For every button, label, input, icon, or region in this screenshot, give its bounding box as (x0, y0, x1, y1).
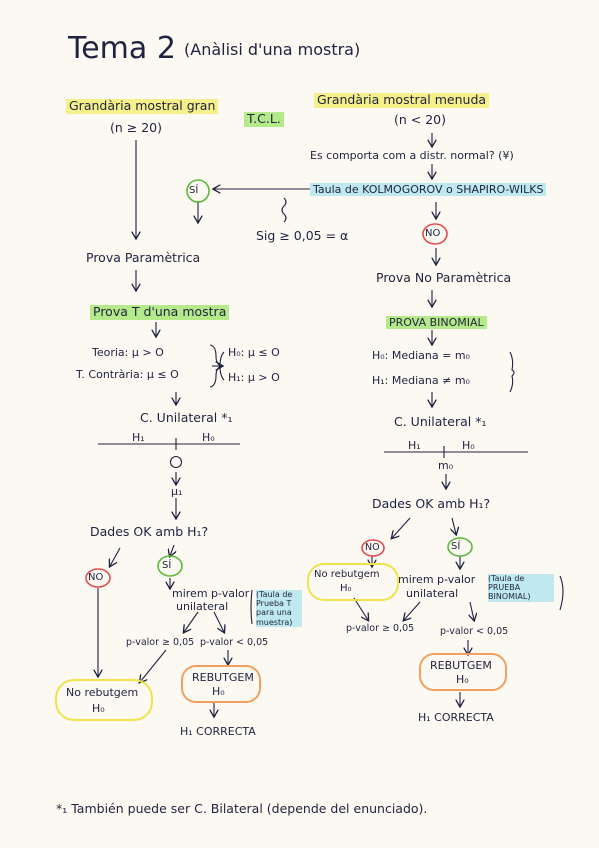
bracket-left-taula (250, 589, 253, 625)
arrow-mirem-r-right (470, 601, 474, 620)
arrow-question-to-si (170, 544, 174, 556)
left-header: Grandària mostral gran (66, 99, 219, 114)
left-hyp-contraria: T. Contrària: μ ≤ O (76, 368, 179, 381)
left-h1: H₁: μ > O (228, 371, 280, 384)
right-taula-note: (Taula de PRUEBA BINOMIAL) (488, 574, 554, 602)
left-unilateral: C. Unilateral *₁ (140, 410, 233, 425)
right-pvalor-lt: p-valor < 0,05 (440, 626, 509, 637)
left-no-rebutgem-h0: H₀ (92, 702, 105, 715)
left-mu1: μ₁ (171, 485, 183, 498)
right-no: NO (425, 228, 441, 239)
left-no: NO (88, 572, 104, 583)
arrow-nr-to-pge (353, 597, 368, 620)
left-taula-note: (Taula de Prueba T para una muestra) (256, 590, 302, 627)
right-rebutgem: REBUTGEM (430, 659, 492, 672)
right-taula: Taula de KOLMOGOROV o SHAPIRO-WILKS (310, 183, 547, 196)
no-ellipse-left (85, 568, 111, 588)
right-pvalor-ge: p-valor ≥ 0,05 (346, 623, 415, 634)
arrow-pge-to-no (140, 649, 167, 682)
right-m0: m₀ (438, 459, 454, 472)
wavy-squiggle (281, 197, 287, 223)
left-rebutgem-h0: H₀ (212, 685, 225, 698)
brace-right-h (509, 351, 515, 393)
left-si: SÍ (162, 560, 172, 571)
zero-circle (169, 455, 183, 469)
right-mirem: mirem p-valor (398, 573, 476, 586)
left-condition: (n ≥ 20) (110, 120, 163, 135)
left-pvalor-lt: p-valor < 0,05 (200, 637, 269, 648)
left-mirem: mirem p-valor (172, 587, 250, 600)
right-h1: H₁: Mediana ≠ m₀ (372, 374, 470, 387)
arrow-mirem-r-left (404, 601, 421, 620)
center-tcl: T.C.L. (244, 112, 284, 127)
right-question2: Dades OK amb H₁? (372, 496, 491, 511)
arrow-mirem-left (184, 611, 199, 632)
no-ellipse-right (361, 539, 385, 557)
right-axis-h1: H₁ (408, 439, 421, 452)
right-no-rebutgem: No rebutgem (314, 569, 380, 580)
rebutgem-box-left (181, 665, 261, 703)
si-circle-top (186, 179, 210, 203)
right-h0: H₀: Mediana = m₀ (372, 349, 470, 362)
arrow-question-to-no (110, 547, 121, 566)
left-question: Dades OK amb H₁? (90, 524, 209, 539)
arrow-q2-to-no (392, 517, 411, 538)
si-ellipse-left (157, 555, 183, 577)
bracket-right-taula (559, 575, 564, 611)
left-rebutgem: REBUTGEM (192, 671, 254, 684)
right-axis-h0: H₀ (462, 439, 475, 452)
left-no-rebutgem: No rebutgem (66, 686, 139, 699)
left-pvalor-ge: p-valor ≥ 0,05 (126, 637, 195, 648)
right-prova: Prova No Paramètrica (376, 270, 512, 285)
left-hyp-teoria: Teoria: μ > O (92, 346, 164, 359)
left-unilateral2: unilateral (176, 600, 229, 613)
right-si2: SÍ (451, 541, 461, 552)
right-correcta: H₁ CORRECTA (418, 711, 494, 724)
center-sig: Sig ≥ 0,05 = α (256, 228, 349, 243)
right-rebutgem-h0: H₀ (456, 673, 469, 686)
right-test: PROVA BINOMIAL (386, 316, 487, 329)
no-rebutgem-box-left (55, 679, 153, 721)
left-h0: H₀: μ ≤ O (228, 346, 280, 359)
left-test: Prova T d'una mostra (90, 305, 230, 320)
rebutgem-box-right (419, 653, 507, 691)
right-header: Grandària mostral menuda (314, 93, 490, 108)
right-no2: NO (365, 542, 380, 553)
right-question: Es comporta com a distr. normal? (¥) (310, 149, 514, 162)
si-ellipse-right (447, 537, 473, 557)
left-axis-h1: H₁ (132, 431, 145, 444)
center-si: SÍ (189, 185, 199, 196)
left-prova: Prova Paramètrica (86, 250, 201, 265)
footnote: *₁ También puede ser C. Bilateral (depen… (56, 801, 428, 816)
left-axis-h0: H₀ (202, 431, 215, 444)
arrow-q2-to-si (452, 517, 456, 534)
right-unilateral2: unilateral (406, 587, 459, 600)
left-correcta: H₁ CORRECTA (180, 725, 256, 738)
arrow-mirem-right (213, 611, 224, 632)
no-rebutgem-box-right (307, 563, 399, 601)
page-title: Tema 2 (68, 31, 176, 66)
right-unilateral: C. Unilateral *₁ (394, 414, 487, 429)
right-no-rebutgem-h0: H₀ (340, 583, 352, 594)
right-condition: (n < 20) (394, 112, 447, 127)
no-ellipse-top (422, 223, 448, 245)
page-subtitle: (Anàlisi d'una mostra) (184, 40, 361, 59)
